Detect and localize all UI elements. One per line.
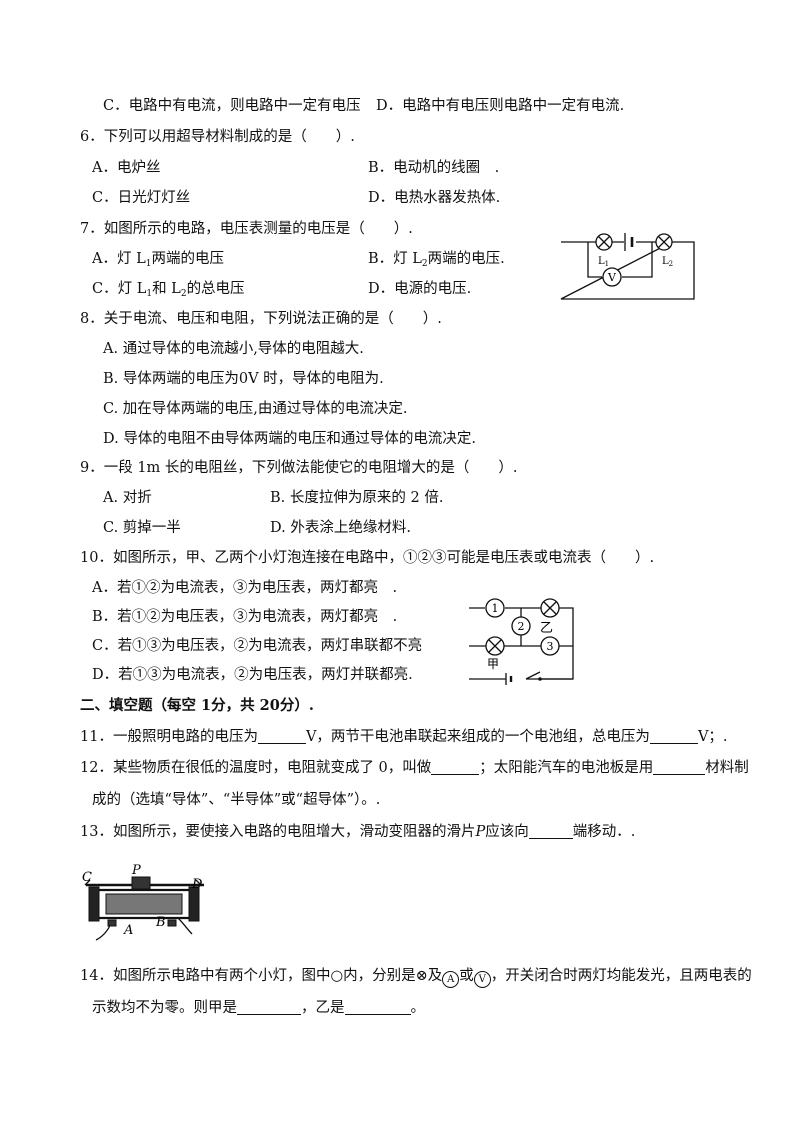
q9-option-c: C. 剪掉一半 [103, 520, 181, 536]
q11-blank-2[interactable] [649, 728, 698, 744]
q11-blank-1[interactable] [257, 728, 306, 744]
q13-rheostat-diagram: C P D A B [82, 863, 204, 941]
q8-option-a: A. 通过导体的电流越小,导体的电阻越大. [103, 341, 364, 357]
voltmeter-symbol-icon: V [473, 971, 491, 988]
q7-fig-label-l2: L2 [662, 256, 673, 268]
q12-line-2: 成的（选填“导体”、“半导体”或“超导体”）。. [92, 792, 381, 808]
q12-line-1: 12．某些物质在很低的温度时，电阻就变成了 0，叫做；太阳能汽车的电池板是用材料… [80, 759, 749, 776]
q7-circuit-diagram: L1 L2 V [560, 233, 695, 300]
q13-fig-label-c: C [82, 870, 92, 885]
q10-option-a: A．若①②为电流表，③为电压表，两灯都亮 . [92, 580, 398, 596]
q10-fig-meter-1: 1 [492, 602, 499, 615]
q10-fig-meter-3: 3 [547, 640, 554, 653]
q13-fig-label-a: A [123, 923, 133, 938]
q9-stem: 9．一段 1m 长的电阻丝，下列做法能使它的电阻增大的是（ ）. [80, 460, 518, 476]
q10-option-b: B．若①②为电压表，③为电流表，两灯都亮 . [92, 609, 398, 625]
q7-option-b: B．灯 L2两端的电压. [368, 251, 505, 269]
q12-blank-1[interactable] [431, 759, 480, 775]
section-2-title: 二、填空题（每空 1分，共 20分）. [80, 697, 314, 714]
q7-option-d: D．电源的电压. [368, 281, 472, 297]
q7-stem: 7．如图所示的电路，电压表测量的电压是（ ）. [80, 221, 413, 237]
q14-blank-2[interactable] [344, 999, 411, 1015]
q8-option-d: D. 导体的电阻不由导体两端的电压和通过导体的电流决定. [103, 431, 476, 447]
q6-option-b: B．电动机的线圈 . [368, 160, 500, 176]
q9-option-b: B. 长度拉伸为原来的 2 倍. [270, 490, 444, 506]
q10-circuit-diagram: 1 2 3 乙 甲 [469, 598, 574, 685]
q13: 13．如图所示，要使接入电路的电阻增大，滑动变阻器的滑片P应该向端移动．. [80, 823, 636, 840]
q8-stem: 8．关于电流、电压和电阻，下列说法正确的是（ ）. [80, 311, 442, 327]
q13-fig-label-p: P [131, 863, 141, 878]
q6-stem: 6．下列可以用超导材料制成的是（ ）. [80, 129, 355, 145]
q10-fig-meter-2: 2 [518, 620, 525, 633]
q9-option-a: A. 对折 [103, 490, 152, 506]
q13-fig-label-b: B [155, 915, 166, 930]
q10-stem: 10．如图所示，甲、乙两个小灯泡连接在电路中，①②③可能是电压表或电流表（ ）. [80, 550, 655, 566]
q10-option-c: C．若①③为电压表，②为电流表，两灯串联都不亮 [92, 638, 423, 654]
q7-fig-label-l1: L1 [598, 256, 609, 268]
q10-fig-lamp-jia: 甲 [487, 657, 499, 671]
q12-blank-2[interactable] [653, 759, 706, 775]
q14-line-2: 示数均不为零。则甲是，乙是。 [92, 999, 425, 1016]
q13-fig-label-d: D [191, 877, 203, 892]
q13-blank[interactable] [528, 823, 573, 839]
ammeter-symbol-icon: A [442, 971, 460, 988]
q10-option-d: D．若①③为电流表，②为电压表，两灯并联都亮. [92, 667, 413, 683]
q14-blank-1[interactable] [237, 999, 301, 1015]
q5-option-d: D．电路中有电压则电路中一定有电流. [376, 98, 625, 114]
q5-option-c: C．电路中有电流，则电路中一定有电压 [103, 98, 361, 114]
q8-option-b: B. 导体两端的电压为0V 时，导体的电阻为. [103, 371, 384, 387]
q7-option-c: C．灯 L1和 L2的总电压 [92, 281, 245, 299]
q10-fig-lamp-yi: 乙 [540, 621, 553, 636]
q7-option-a: A．灯 L1两端的电压 [92, 251, 224, 269]
q6-option-c: C．日光灯灯丝 [92, 190, 191, 206]
q7-fig-voltmeter-label: V [607, 271, 617, 284]
q6-option-a: A．电炉丝 [92, 160, 161, 176]
q8-option-c: C. 加在导体两端的电压,由通过导体的电流决定. [103, 401, 408, 417]
q9-option-d: D. 外表涂上绝缘材料. [270, 520, 411, 536]
q6-option-d: D．电热水器发热体. [368, 190, 501, 206]
